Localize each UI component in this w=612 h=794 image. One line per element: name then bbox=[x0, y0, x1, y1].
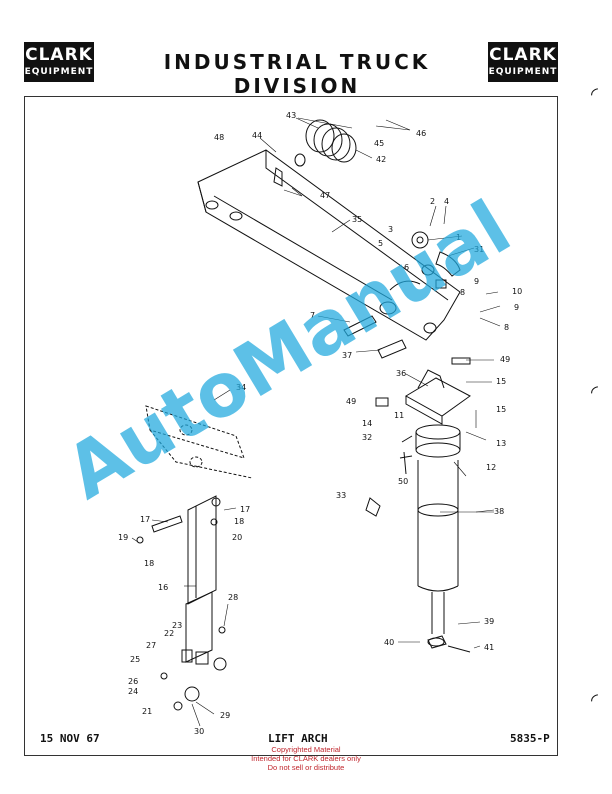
part-label: 45 bbox=[374, 139, 384, 148]
part-label: 36 bbox=[396, 369, 406, 378]
binder-mark: ◜ bbox=[591, 84, 598, 105]
clark-logo-right: CLARK EQUIPMENT bbox=[488, 42, 558, 82]
diagram-frame bbox=[24, 96, 558, 756]
logo-subtitle: EQUIPMENT bbox=[24, 67, 94, 77]
part-label: 4 bbox=[444, 197, 449, 206]
bolt-set-33-drawing bbox=[365, 497, 381, 517]
part-label: 28 bbox=[228, 593, 238, 602]
part-label: 30 bbox=[194, 727, 204, 736]
part-label: 50 bbox=[398, 477, 408, 486]
part-label: 23 bbox=[172, 621, 182, 630]
part-label: 16 bbox=[158, 583, 168, 592]
part-label: 29 bbox=[220, 711, 230, 720]
upright-drawing bbox=[151, 495, 217, 663]
part-label: 9 bbox=[474, 277, 479, 286]
part-label: 3 bbox=[388, 225, 393, 234]
part-label: 15 bbox=[496, 377, 506, 386]
part-label: 11 bbox=[394, 411, 404, 420]
part-label: 33 bbox=[336, 491, 346, 500]
logo-brand: CLARK bbox=[489, 45, 557, 65]
part-label: 9 bbox=[514, 303, 519, 312]
bolt-set-drawing bbox=[399, 435, 413, 475]
part-label: 5 bbox=[378, 239, 383, 248]
part-label: 2 bbox=[430, 197, 435, 206]
part-label: 22 bbox=[164, 629, 174, 638]
pin-49-drawing bbox=[451, 357, 471, 365]
part-label: 31 bbox=[474, 245, 484, 254]
part-label: 12 bbox=[486, 463, 496, 472]
logo-brand: CLARK bbox=[25, 45, 93, 65]
part-label: 7 bbox=[310, 311, 315, 320]
footer-title: LIFT ARCH bbox=[268, 732, 328, 745]
page-title: INDUSTRIAL TRUCK DIVISION bbox=[163, 50, 431, 98]
part-label: 37 bbox=[342, 351, 352, 360]
part-label: 21 bbox=[142, 707, 152, 716]
part-label: 8 bbox=[504, 323, 509, 332]
part-label: 44 bbox=[252, 131, 262, 140]
part-label: 34 bbox=[236, 383, 246, 392]
clark-logo-left: CLARK EQUIPMENT bbox=[24, 42, 94, 82]
part-label: 17 bbox=[240, 505, 250, 514]
pin-37-drawing bbox=[377, 339, 407, 359]
part-label: 27 bbox=[146, 641, 156, 650]
pulley-drawing bbox=[273, 119, 357, 187]
binder-mark: ◜ bbox=[591, 382, 598, 403]
part-label: 41 bbox=[484, 643, 494, 652]
copyright-line: Copyrighted Material bbox=[271, 745, 341, 754]
part-label: 26 bbox=[128, 677, 138, 686]
part-label: 38 bbox=[494, 507, 504, 516]
pin-49b-drawing bbox=[375, 397, 389, 407]
part-label: 35 bbox=[352, 215, 362, 224]
logo-subtitle: EQUIPMENT bbox=[488, 67, 558, 77]
bracket-drawing bbox=[405, 369, 471, 425]
part-label: 19 bbox=[118, 533, 128, 542]
pin-7-drawing bbox=[343, 315, 377, 337]
part-label: 14 bbox=[362, 419, 372, 428]
part-label: 15 bbox=[496, 405, 506, 414]
part-label: 39 bbox=[484, 617, 494, 626]
cotter-pin-drawing bbox=[447, 645, 471, 653]
part-label: 10 bbox=[512, 287, 522, 296]
part-label: 25 bbox=[130, 655, 140, 664]
part-label: 17 bbox=[140, 515, 150, 524]
cross-member-drawing bbox=[145, 405, 253, 479]
part-label: 42 bbox=[376, 155, 386, 164]
footer-page-number: 5835-P bbox=[510, 732, 550, 745]
copyright-line: Do not sell or distribute bbox=[267, 763, 345, 772]
binder-mark: ◜ bbox=[591, 690, 598, 711]
part-label: 8 bbox=[460, 288, 465, 297]
part-label: 43 bbox=[286, 111, 296, 120]
part-label: 49 bbox=[500, 355, 510, 364]
main-arm-drawing bbox=[197, 149, 461, 341]
part-label: 46 bbox=[416, 129, 426, 138]
nut-drawing bbox=[427, 635, 447, 649]
part-label: 13 bbox=[496, 439, 506, 448]
part-label: 6 bbox=[404, 263, 409, 272]
part-label: 40 bbox=[384, 638, 394, 647]
part-label: 24 bbox=[128, 687, 138, 696]
footer-date: 15 NOV 67 bbox=[40, 732, 100, 745]
copyright-line: Intended for CLARK dealers only bbox=[251, 754, 361, 763]
part-label: 18 bbox=[234, 517, 244, 526]
part-label: 32 bbox=[362, 433, 372, 442]
part-label: 20 bbox=[232, 533, 242, 542]
part-label: 48 bbox=[214, 133, 224, 142]
part-label: 18 bbox=[144, 559, 154, 568]
sprocket-drawing bbox=[411, 231, 461, 289]
part-label: 1 bbox=[456, 233, 461, 242]
leader-lines bbox=[131, 117, 501, 727]
part-label: 47 bbox=[320, 191, 330, 200]
lower-column-drawing bbox=[415, 424, 461, 647]
part-label: 49 bbox=[346, 397, 356, 406]
carriage-parts-drawing bbox=[136, 497, 227, 711]
